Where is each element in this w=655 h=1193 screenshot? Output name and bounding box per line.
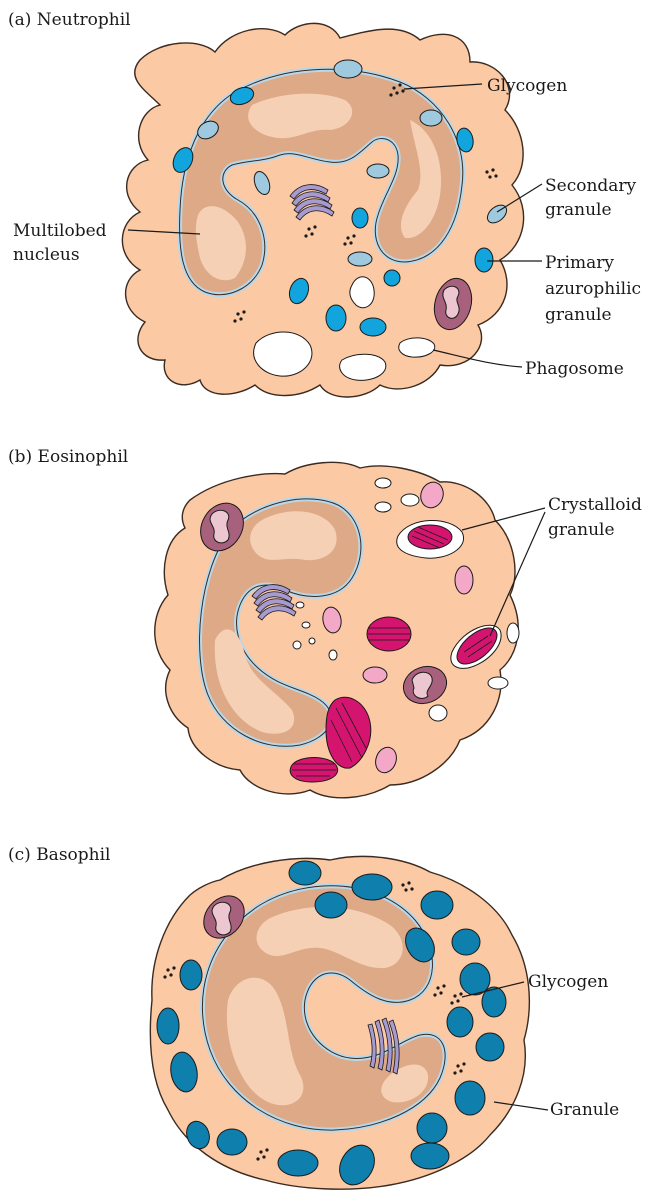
secondary-granule-label-2: granule (545, 200, 612, 220)
multilobed-nucleus-label: Multilobed (13, 221, 107, 241)
primary-granule-label-2: azurophilic (545, 279, 641, 299)
neutrophil-panel: (a) Neutrophil (8, 10, 641, 397)
eosinophil-title: (b) Eosinophil (8, 447, 128, 467)
primary-granule-label: Primary (545, 253, 614, 273)
phagosome-label: Phagosome (525, 359, 624, 379)
multilobed-nucleus-label-2: nucleus (13, 245, 80, 265)
basophil-glycogen-label: Glycogen (528, 972, 608, 992)
basophil-panel: (c) Basophil (8, 845, 619, 1191)
neutrophil-glycogen-label: Glycogen (487, 76, 567, 96)
secondary-granule-label: Secondary (545, 176, 637, 196)
basophil-title: (c) Basophil (8, 845, 110, 865)
primary-granule-label-3: granule (545, 305, 612, 325)
crystalloid-granule-label-2: granule (548, 520, 615, 540)
basophil-granule-label: Granule (550, 1100, 619, 1120)
crystalloid-granule-label: Crystalloid (548, 495, 642, 515)
neutrophil-title: (a) Neutrophil (8, 10, 131, 30)
eosinophil-panel: (b) Eosinophil (8, 447, 642, 798)
